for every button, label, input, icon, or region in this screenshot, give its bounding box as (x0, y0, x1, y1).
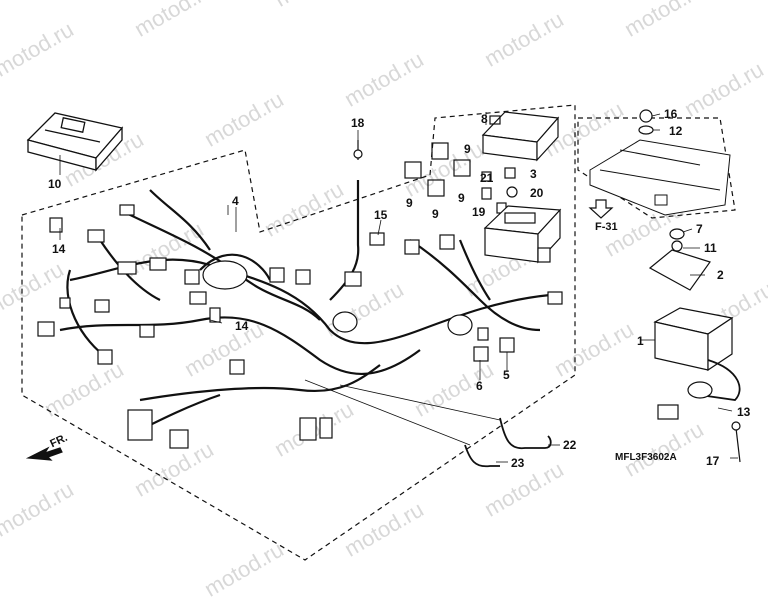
front-arrow (25, 446, 63, 461)
regulator-rectifier-part (653, 307, 741, 420)
cable-bands (464, 417, 552, 468)
regulator-bracket-part (648, 249, 711, 291)
callout-12: 12 (669, 124, 683, 138)
callout-14: 14 (235, 319, 249, 333)
harness-wires (59, 180, 551, 431)
harness-connectors (37, 204, 563, 449)
callout-5: 5 (503, 368, 510, 382)
drawing-code: MFL3F3602A (615, 452, 677, 463)
callout-9: 9 (406, 196, 413, 210)
callout-1: 1 (637, 334, 644, 348)
callout-7: 7 (696, 222, 703, 236)
callout-3: 3 (530, 167, 537, 181)
ecu-part (26, 112, 124, 172)
callout-15: 15 (374, 208, 388, 222)
section-arrow (588, 199, 614, 219)
callout-22: 22 (563, 438, 577, 452)
callout-9: 9 (458, 191, 465, 205)
callout-20: 20 (530, 186, 544, 200)
bracket-group-frame (577, 117, 736, 219)
callout-11: 11 (704, 241, 717, 255)
callout-16: 16 (664, 107, 678, 121)
fuse-box-part (481, 111, 560, 162)
callout-17: 17 (706, 454, 720, 468)
callout-8: 8 (481, 112, 488, 126)
callout-19: 19 (472, 205, 486, 219)
callout-10: 10 (48, 177, 62, 191)
section-reference: F-31 (595, 221, 618, 233)
leader-lines (59, 112, 738, 463)
callout-9: 9 (464, 142, 471, 156)
callout-21: 21 (480, 171, 494, 185)
callout-23: 23 (511, 456, 525, 470)
callout-2: 2 (717, 268, 724, 282)
wiring-harness-diagram (21, 104, 741, 561)
callout-13: 13 (737, 405, 751, 419)
callout-9: 9 (432, 207, 439, 221)
relay-parts (404, 142, 471, 197)
callout-18: 18 (351, 116, 365, 130)
callout-6: 6 (476, 379, 483, 393)
callout-4: 4 (232, 194, 239, 208)
frame-bracket-part (589, 139, 731, 216)
callout-14: 14 (52, 242, 66, 256)
